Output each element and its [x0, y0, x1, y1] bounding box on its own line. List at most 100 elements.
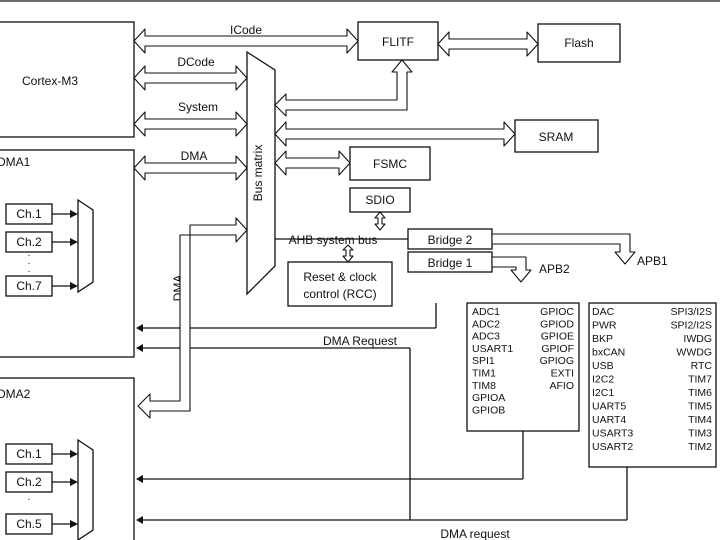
dma2-channel-label: Ch.1: [16, 447, 42, 461]
dma2-channel-label: Ch.2: [16, 475, 42, 489]
apb1-bus-arrow: [491, 233, 636, 265]
apb2-peripheral: TIM1: [472, 368, 496, 380]
sram-label: SRAM: [539, 130, 574, 144]
icode-label: ICode: [230, 23, 262, 37]
dma1-channel-arrowhead: [70, 238, 78, 246]
dma-request-arrowhead-2: [136, 344, 143, 352]
rcc-label-line1: Reset & clock: [303, 270, 377, 284]
bridge2-label: Bridge 2: [428, 233, 473, 247]
cortex-m3-label: Cortex-M3: [22, 74, 78, 88]
dma-bus-arrow: [133, 155, 248, 181]
flitf-flash-arrow: [437, 31, 539, 57]
bridge1-label: Bridge 1: [428, 256, 473, 270]
fsmc-bus-arrow: [274, 150, 351, 176]
dma1-channel-label: Ch.7: [16, 279, 42, 293]
dma-request-label-2: DMA request: [440, 527, 510, 540]
sram-block: [514, 119, 599, 153]
sram-bus-arrow: [274, 121, 516, 147]
dma2-vertical-bus-arrow: [137, 217, 248, 419]
apb2-peripheral: SPI1: [472, 355, 495, 367]
apb2-bus-arrow: [491, 256, 532, 283]
apb2-peripheral: GPIOB: [472, 404, 505, 416]
bus-matrix-block: [246, 50, 276, 296]
apb1-peripheral: TIM7: [688, 374, 712, 386]
apb1-peripheral: IWDG: [683, 333, 712, 345]
dma1-channel-arrowhead: [70, 282, 78, 290]
dma2-channel-arrowhead: [70, 450, 78, 458]
dma1-label: DMA1: [0, 155, 31, 169]
dma1-channel-arrowhead: [70, 210, 78, 218]
dma1-block: [0, 149, 135, 358]
cortex-m3-block: [0, 21, 135, 138]
icode-bus-arrow: [133, 28, 359, 54]
sdio-label: SDIO: [365, 193, 394, 207]
channel-ellipsis-dot: .: [28, 264, 31, 275]
apb1-peripheral: SPI3/I2S: [671, 306, 712, 318]
apb2-peripheral: GPIOC: [540, 306, 574, 318]
apb1-peripheral: bxCAN: [592, 347, 625, 359]
apb2-peripheral: GPIOD: [540, 318, 574, 330]
apb1-peripheral: SPI2/I2S: [671, 320, 712, 332]
dcode-bus-arrow: [133, 65, 248, 91]
apb1-peripheral: BKP: [592, 333, 613, 345]
apb2-peripheral: ADC3: [472, 331, 500, 343]
apb1-peripheral: PWR: [592, 320, 617, 332]
apb1-peripheral: DAC: [592, 306, 615, 318]
apb1-peripheral: USART2: [592, 441, 633, 453]
dma-channel-group: Ch.1Ch.2Ch.7Ch.1Ch.2Ch.5....: [5, 203, 78, 535]
dma1-channel-label: Ch.2: [16, 235, 42, 249]
bus-arrows: [133, 28, 636, 419]
apb1-peripheral: I2C2: [592, 374, 614, 386]
flash-label: Flash: [564, 36, 593, 50]
apb1-peripheral: TIM5: [688, 401, 712, 413]
dma2-channel-label: Ch.5: [16, 517, 42, 531]
apb1-peripheral: TIM6: [688, 387, 712, 399]
flitf-block: [357, 21, 439, 61]
channel-ellipsis-dot: .: [28, 492, 31, 503]
peripheral-lists: ADC1ADC2ADC3USART1SPI1TIM1TIM8GPIOAGPIOB…: [472, 306, 712, 453]
apb2-peripheral-box: [466, 302, 580, 432]
apb2-peripheral: USART1: [472, 343, 513, 355]
apb1-peripheral: RTC: [691, 360, 713, 372]
channel-ellipsis-dot: .: [28, 256, 31, 267]
apb2-peripheral: TIM8: [472, 380, 496, 392]
dma-request-arrowhead-4: [136, 516, 143, 524]
dma1-channel-label: Ch.1: [16, 207, 42, 221]
apb2-peripheral: AFIO: [549, 380, 574, 392]
dma2-channel-arrowhead: [70, 520, 78, 528]
rcc-block: [287, 261, 393, 307]
apb1-peripheral: TIM2: [688, 441, 712, 453]
rcc-label-line2: control (RCC): [303, 287, 376, 301]
apb1-peripheral: USART3: [592, 428, 633, 440]
apb2-peripheral: ADC1: [472, 306, 500, 318]
apb2-peripheral: GPIOG: [540, 355, 574, 367]
rcc-ahb-arrow: [342, 244, 354, 263]
apb1-peripheral: UART4: [592, 414, 626, 426]
apb2-peripheral: GPIOA: [472, 392, 505, 404]
apb1-label: APB1: [637, 254, 668, 268]
dma-request-label-1: DMA Request: [323, 334, 398, 348]
dcode-label: DCode: [177, 55, 215, 69]
apb2-label: APB2: [539, 262, 570, 276]
bus-matrix-flitf-arrow: [274, 59, 413, 117]
dma-request-arrowhead-3: [136, 475, 143, 483]
bus-matrix-label: Bus matrix: [251, 145, 265, 202]
apb2-peripheral: GPIOF: [541, 343, 574, 355]
dma2-channel-arrowhead: [70, 478, 78, 486]
apb1-peripheral: UART5: [592, 401, 626, 413]
dma2-channel-mux: [77, 438, 94, 540]
system-bus-arrow: [133, 111, 248, 137]
apb1-peripheral: TIM4: [688, 414, 712, 426]
flitf-label: FLITF: [382, 35, 414, 49]
apb1-peripheral: I2C1: [592, 387, 614, 399]
apb1-peripheral-box: [588, 302, 717, 468]
system-label: System: [178, 100, 218, 114]
dma2-label: DMA2: [0, 387, 31, 401]
sdio-ahb-arrow: [374, 211, 386, 231]
apb2-peripheral: GPIOE: [541, 331, 574, 343]
apb1-peripheral: TIM3: [688, 428, 712, 440]
apb1-peripheral: WWDG: [676, 347, 712, 359]
flash-block: [537, 23, 621, 63]
